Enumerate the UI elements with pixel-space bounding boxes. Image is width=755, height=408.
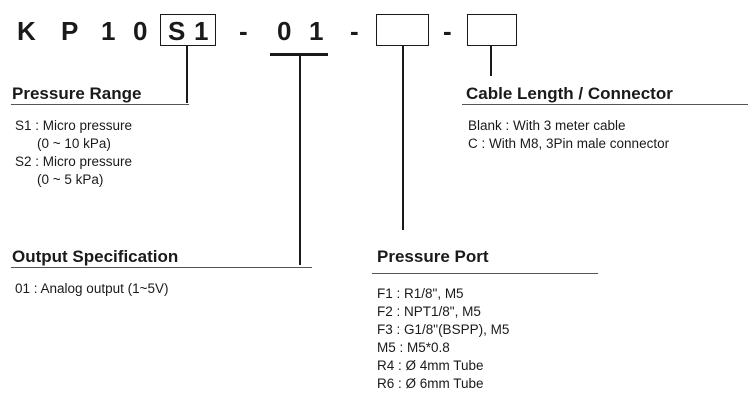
pressure-port-item: F2 : NPT1/8", M5 — [377, 304, 481, 319]
code-output-1: 1 — [309, 16, 324, 46]
cable-length-rule — [462, 104, 748, 105]
pressure-range-item: S2 : Micro pressure — [15, 154, 133, 169]
pressure-port-rule — [372, 273, 598, 274]
output-connector — [299, 55, 301, 265]
code-char-k: K — [17, 16, 36, 46]
code-output-0: 0 — [277, 16, 292, 46]
pressure-range-connector — [186, 46, 188, 103]
pressure-port-item: F3 : G1/8"(BSPP), M5 — [377, 322, 510, 337]
code-dash-2: - — [350, 16, 359, 46]
output-underline — [270, 53, 328, 56]
code-char-0: 0 — [133, 16, 148, 46]
pressure-port-item: M5 : M5*0.8 — [377, 340, 450, 355]
cable-length-item: Blank : With 3 meter cable — [468, 118, 626, 133]
pressure-range-code-box — [160, 14, 216, 46]
pressure-port-item: F1 : R1/8", M5 — [377, 286, 464, 301]
pressure-range-rule — [11, 104, 189, 105]
cable-length-heading: Cable Length / Connector — [466, 84, 673, 103]
pressure-range-item: S1 : Micro pressure — [15, 118, 133, 133]
pressure-port-item: R4 : Ø 4mm Tube — [377, 358, 484, 373]
output-specification-heading: Output Specification — [12, 247, 179, 266]
cable-code-box — [467, 14, 517, 46]
pressure-port-connector — [402, 46, 404, 230]
pressure-port-heading: Pressure Port — [377, 247, 489, 266]
code-char-p: P — [61, 16, 79, 46]
code-char-range-1: 1 — [194, 16, 209, 46]
pressure-port-code-box — [376, 14, 429, 46]
cable-length-item: C : With M8, 3Pin male connector — [468, 136, 670, 151]
code-dash-1: - — [239, 16, 248, 46]
code-char-1: 1 — [101, 16, 116, 46]
pressure-range-item: (0 ~ 10 kPa) — [37, 136, 111, 151]
cable-connector — [490, 46, 492, 76]
output-specification-item: 01 : Analog output (1~5V) — [15, 281, 169, 296]
pressure-range-item: (0 ~ 5 kPa) — [37, 172, 104, 187]
code-dash-3: - — [443, 16, 452, 46]
code-char-s: S — [168, 16, 186, 46]
output-specification-rule — [11, 267, 312, 268]
pressure-range-heading: Pressure Range — [12, 84, 142, 103]
pressure-port-item: R6 : Ø 6mm Tube — [377, 376, 484, 391]
